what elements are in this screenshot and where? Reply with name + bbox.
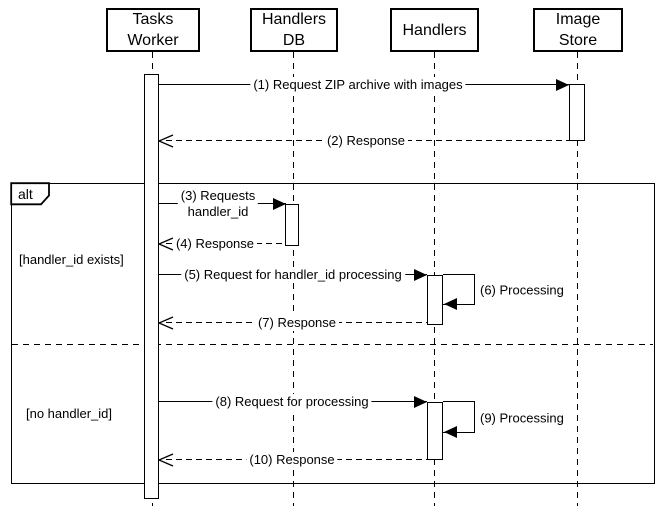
message-7-label: (7) Response <box>254 315 340 331</box>
actor-tasks-worker: Tasks Worker <box>106 8 200 52</box>
guard-no-handler-id: [no handler_id] <box>26 406 113 421</box>
message-7-open-arrowhead-icon <box>158 316 174 330</box>
message-3-label: (3) Requests handler_id <box>177 188 259 220</box>
alt-frame <box>11 183 655 484</box>
alt-frame-divider <box>12 344 653 346</box>
alt-operator-label: alt <box>18 186 33 202</box>
message-9-label: (9) Processing <box>480 410 564 426</box>
message-4-label: (4) Response <box>172 236 258 252</box>
message-10-label: (10) Response <box>246 452 338 468</box>
message-9-filled-arrowhead-icon <box>444 426 457 438</box>
message-9-self-loop <box>443 401 475 433</box>
actor-handlers-db-label: Handlers DB <box>261 11 327 49</box>
activation-image-store <box>569 84 585 141</box>
message-8-label: (8) Request for processing <box>212 394 372 410</box>
message-5-filled-arrowhead-icon <box>414 269 427 281</box>
message-8-filled-arrowhead-icon <box>414 396 427 408</box>
message-10-open-arrowhead-icon <box>158 453 174 467</box>
message-6-self-loop <box>443 274 475 305</box>
activation-handlers-2 <box>427 402 443 460</box>
actor-handlers: Handlers <box>390 8 479 52</box>
message-4-open-arrowhead-icon <box>158 237 174 251</box>
guard-handler-id-exists: [handler_id exists] <box>19 252 124 267</box>
message-6-filled-arrowhead-icon <box>444 298 457 310</box>
message-1-filled-arrowhead-icon <box>556 79 569 91</box>
lifeline-image-store <box>577 52 578 506</box>
alt-operator-tab <box>10 182 50 206</box>
actor-tasks-worker-label: Tasks Worker <box>127 11 179 49</box>
message-5-label: (5) Request for handler_id processing <box>181 267 405 283</box>
actor-handlers-label: Handlers <box>402 21 467 39</box>
actor-handlers-db: Handlers DB <box>250 8 338 52</box>
message-2-open-arrowhead-icon <box>158 134 174 148</box>
message-3-filled-arrowhead-icon <box>273 198 286 210</box>
message-1-label: (1) Request ZIP archive with images <box>250 77 466 93</box>
activation-handlers-1 <box>427 275 443 325</box>
activation-handlers-db <box>285 204 299 246</box>
message-6-label: (6) Processing <box>480 282 564 298</box>
actor-image-store-label: Image Store <box>555 11 601 49</box>
message-2-label: (2) Response <box>323 133 409 149</box>
actor-image-store: Image Store <box>533 8 623 52</box>
activation-tasks-worker <box>144 74 159 499</box>
